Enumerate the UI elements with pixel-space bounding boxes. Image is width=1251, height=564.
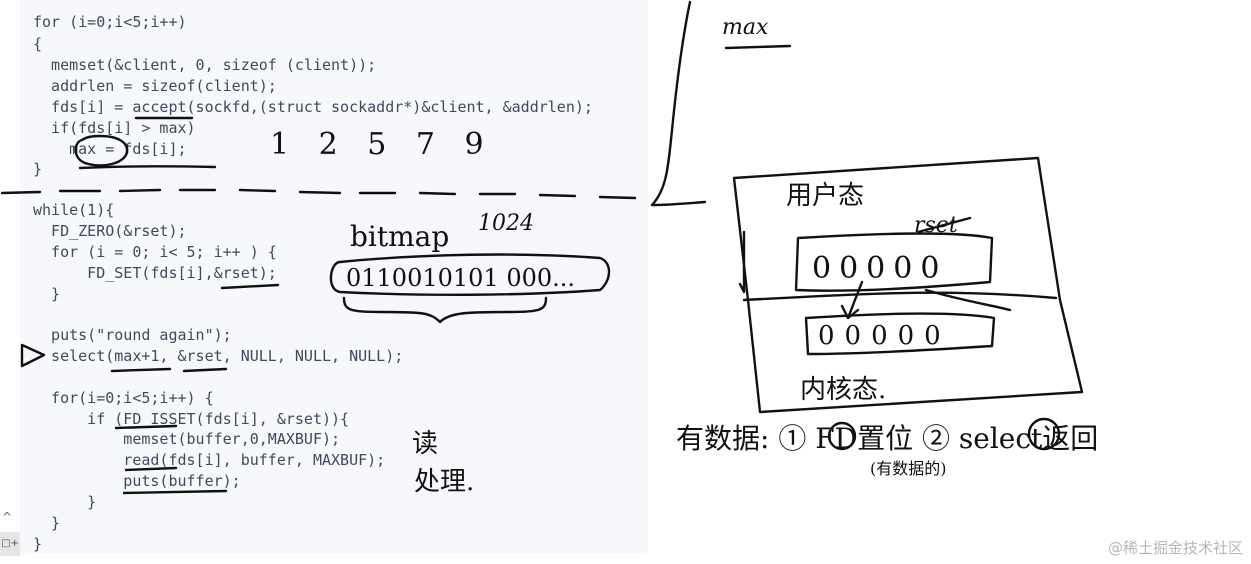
code-line: memset(&client, 0, sizeof (client)); — [33, 56, 377, 74]
bitmap-size: 1024 — [478, 211, 534, 236]
code-line: FD_SET(fds[i],&rset); — [33, 264, 277, 282]
code-line: } — [33, 160, 43, 178]
bitmap-bits: 0110010101 000... — [346, 264, 575, 292]
bitmap-box — [329, 253, 611, 296]
max-circle — [74, 134, 129, 167]
bottom-subnote: (有数据的) — [870, 459, 947, 478]
mode-divider — [742, 291, 1058, 302]
read-note: 读 — [412, 429, 438, 459]
left-arrow — [738, 230, 746, 294]
max-underline — [724, 44, 792, 50]
code-line: } — [33, 514, 61, 532]
code-line: for (i=0;i<5;i++) — [33, 13, 187, 31]
code-line: FD_ZERO(&rset); — [33, 222, 187, 240]
rset-pointer — [916, 216, 972, 234]
separator-dashed-line — [0, 188, 637, 200]
play-marker — [20, 343, 46, 368]
code-line: if(fds[i] > max) — [33, 119, 196, 137]
chevron-up-icon[interactable]: ^ — [2, 510, 13, 524]
bottom-note: 有数据: ① FD置位 ② select返回 — [676, 422, 1098, 455]
rset-underline — [220, 283, 280, 290]
kernel-bits: 00000 — [818, 321, 951, 351]
code-line: for(i=0;i<5;i++) { — [33, 389, 214, 407]
code-line: } — [33, 285, 61, 303]
code-line: { — [33, 35, 43, 53]
select-underline — [110, 367, 228, 373]
code-panel — [20, 0, 648, 554]
side-toolbar: ^ □+ — [0, 506, 22, 564]
fdisset-underline — [114, 424, 178, 430]
expand-button[interactable]: □+ — [0, 532, 20, 556]
read-underline — [124, 466, 178, 472]
code-line: select(max+1, &rset, NULL, NULL, NULL); — [33, 347, 404, 365]
code-line: } — [33, 535, 43, 553]
code-line: while(1){ — [33, 201, 115, 219]
code-line: puts("round again"); — [33, 326, 232, 344]
code-line: fds[i] = accept(sockfd,(struct sockaddr*… — [33, 98, 593, 116]
max-line-underline — [78, 165, 217, 170]
watermark: @稀土掘金技术社区 — [1107, 539, 1243, 557]
user-bits: 00000 — [812, 251, 947, 286]
kernel-bits-box — [804, 312, 996, 356]
code-line: puts(buffer); — [33, 472, 241, 490]
code-line: addrlen = sizeof(client); — [33, 77, 277, 95]
code-line: } — [33, 493, 97, 511]
fd-values: 1 2 5 7 9 — [270, 127, 494, 162]
bitmap-label: bitmap — [350, 220, 449, 253]
down-arrow — [840, 280, 864, 320]
bitmap-brace — [342, 296, 548, 324]
circle-two — [1027, 417, 1061, 451]
code-line: if (FD_ISSET(fds[i], &rset)){ — [33, 410, 350, 428]
curve-arrow — [924, 288, 1012, 312]
code-line: memset(buffer,0,MAXBUF); — [33, 430, 341, 448]
user-mode-label: 用户态 — [786, 181, 864, 211]
circle-one — [827, 421, 857, 451]
process-note: 处理. — [414, 467, 474, 497]
user-bits-box — [794, 232, 994, 292]
code-line: read(fds[i], buffer, MAXBUF); — [33, 451, 386, 469]
bracket-stroke — [650, 0, 707, 207]
kernel-mode-label: 内核态. — [800, 375, 886, 405]
max-annotation: max — [722, 15, 769, 40]
puts-underline — [122, 489, 228, 495]
rset-label: rset — [914, 213, 958, 238]
code-line: for (i = 0; i< 5; i++ ) { — [33, 243, 277, 261]
